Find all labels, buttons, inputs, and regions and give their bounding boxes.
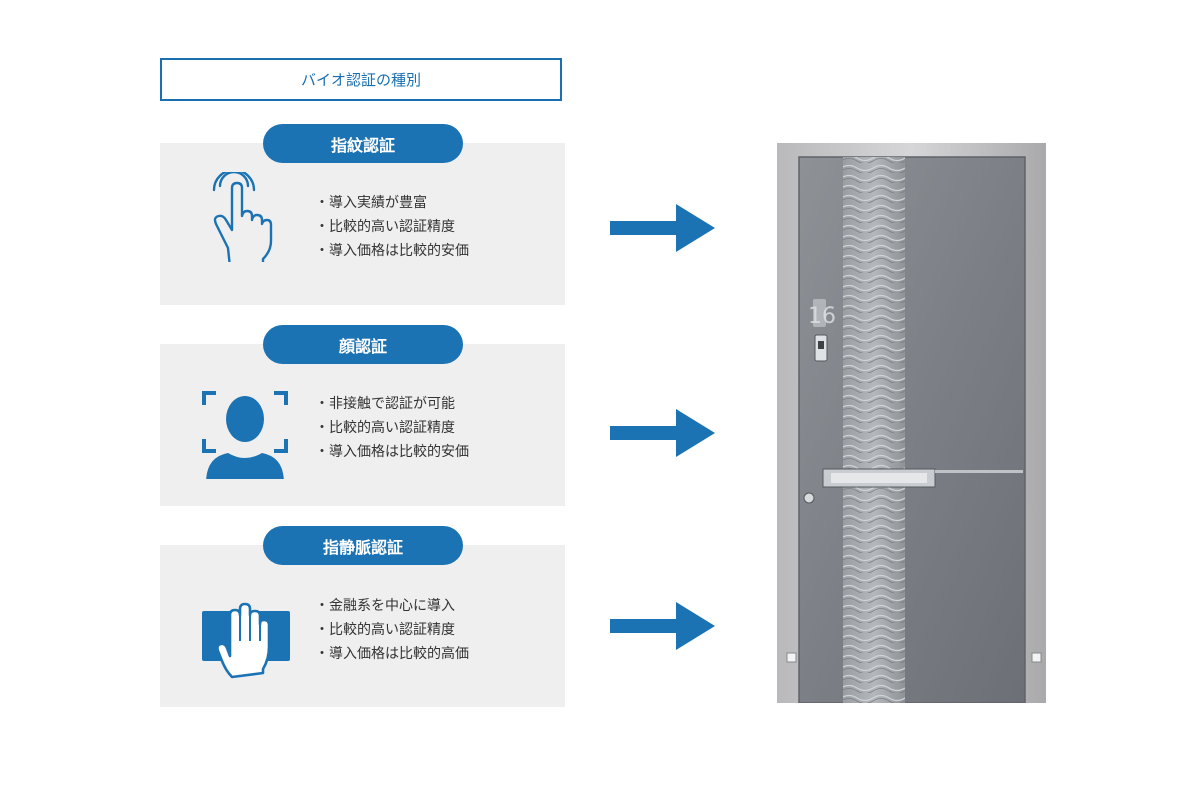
list-item: 比較的高い認証精度 xyxy=(315,416,469,440)
diagram-title: バイオ認証の種別 xyxy=(160,58,562,101)
section-label: 指紋認証 xyxy=(263,124,463,163)
face-scan-icon xyxy=(202,391,288,479)
palm-scan-icon xyxy=(202,602,290,679)
list-item: 比較的高い認証精度 xyxy=(315,618,469,642)
door-number: 16 xyxy=(808,304,836,329)
list-item: 導入価格は比較的高価 xyxy=(315,642,469,666)
door-image: 16 xyxy=(777,143,1046,703)
list-item: 導入価格は比較的安価 xyxy=(315,440,469,464)
bullet-list: 非接触で認証が可能 比較的高い認証精度 導入価格は比較的安価 xyxy=(315,392,469,464)
list-item: 導入実績が豊富 xyxy=(315,191,469,215)
arrow-right-icon xyxy=(610,409,715,457)
list-item: 比較的高い認証精度 xyxy=(315,215,469,239)
arrow-right-icon xyxy=(610,204,715,252)
bullet-list: 金融系を中心に導入 比較的高い認証精度 導入価格は比較的高価 xyxy=(315,594,469,666)
section-label: 顔認証 xyxy=(263,325,463,364)
section-label: 指静脈認証 xyxy=(263,526,463,565)
list-item: 導入価格は比較的安価 xyxy=(315,239,469,263)
list-item: 非接触で認証が可能 xyxy=(315,392,469,416)
bullet-list: 導入実績が豊富 比較的高い認証精度 導入価格は比較的安価 xyxy=(315,191,469,263)
list-item: 金融系を中心に導入 xyxy=(315,594,469,618)
finger-tap-icon xyxy=(212,172,273,262)
arrow-right-icon xyxy=(610,602,715,650)
